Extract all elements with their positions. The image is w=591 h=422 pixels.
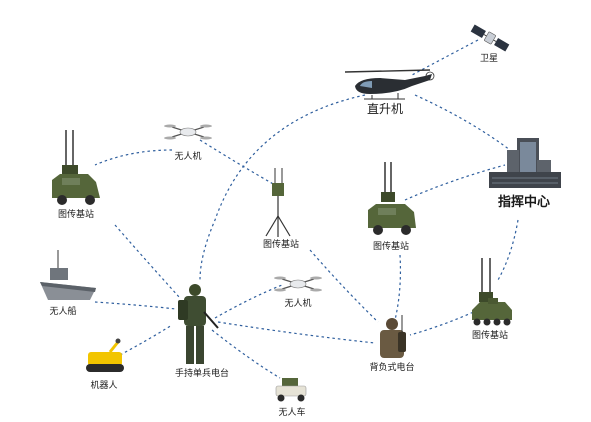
drone-mid-icon: [274, 276, 322, 292]
link-helicopter-soldier: [199, 94, 366, 281]
label-drone-mid: 无人机: [284, 299, 312, 309]
backpack-radio-icon: [380, 315, 406, 358]
label-drone-top: 无人机: [174, 152, 202, 162]
link-soldier-vehicle: [211, 329, 281, 379]
helicopter-icon: [344, 69, 435, 100]
unmanned-boat-icon: [40, 250, 96, 300]
command-center-icon: [489, 138, 561, 188]
link-truck-backpack: [394, 254, 402, 321]
link-apc-command: [497, 219, 519, 281]
label-base-station-tripod: 图传基站: [262, 240, 300, 250]
link-drone-tripod: [199, 139, 276, 186]
label-soldier-radio: 手持单兵电台: [174, 369, 230, 379]
link-tripod-backpack: [309, 249, 379, 323]
link-boat-soldier: [94, 301, 177, 310]
label-robot: 机器人: [90, 381, 118, 391]
link-left-station-soldier: [114, 224, 181, 299]
link-soldier-backpack: [217, 321, 376, 344]
robot-icon: [86, 338, 124, 372]
link-apc-backpack: [409, 309, 479, 336]
base-station-truck-icon: [368, 162, 416, 235]
base-station-apc-icon: [472, 258, 512, 326]
base-station-tripod-icon: [265, 168, 291, 237]
label-backpack-radio: 背负式电台: [369, 363, 415, 373]
satellite-icon: [470, 24, 510, 52]
label-command-center: 指挥中心: [497, 195, 551, 210]
link-satellite-helicopter: [411, 39, 479, 76]
label-base-station-left: 图传基站: [57, 210, 95, 220]
label-unmanned-vehicle: 无人车: [278, 408, 306, 418]
label-satellite: 卫星: [479, 54, 499, 64]
label-base-station-truck: 图传基站: [372, 242, 410, 252]
link-truck-command: [404, 164, 506, 201]
drone-top-icon: [164, 124, 212, 140]
label-helicopter: 直升机: [366, 102, 404, 116]
soldier-icon: [178, 284, 219, 364]
link-drone-left-station: [94, 149, 173, 166]
link-robot-soldier: [119, 324, 173, 356]
link-soldier-drone-mid: [214, 284, 283, 319]
base-station-left-icon: [52, 130, 100, 205]
label-unmanned-boat: 无人船: [49, 307, 77, 317]
link-helicopter-command: [414, 94, 511, 151]
label-base-station-apc: 图传基站: [471, 331, 509, 341]
unmanned-vehicle-icon: [275, 378, 307, 402]
